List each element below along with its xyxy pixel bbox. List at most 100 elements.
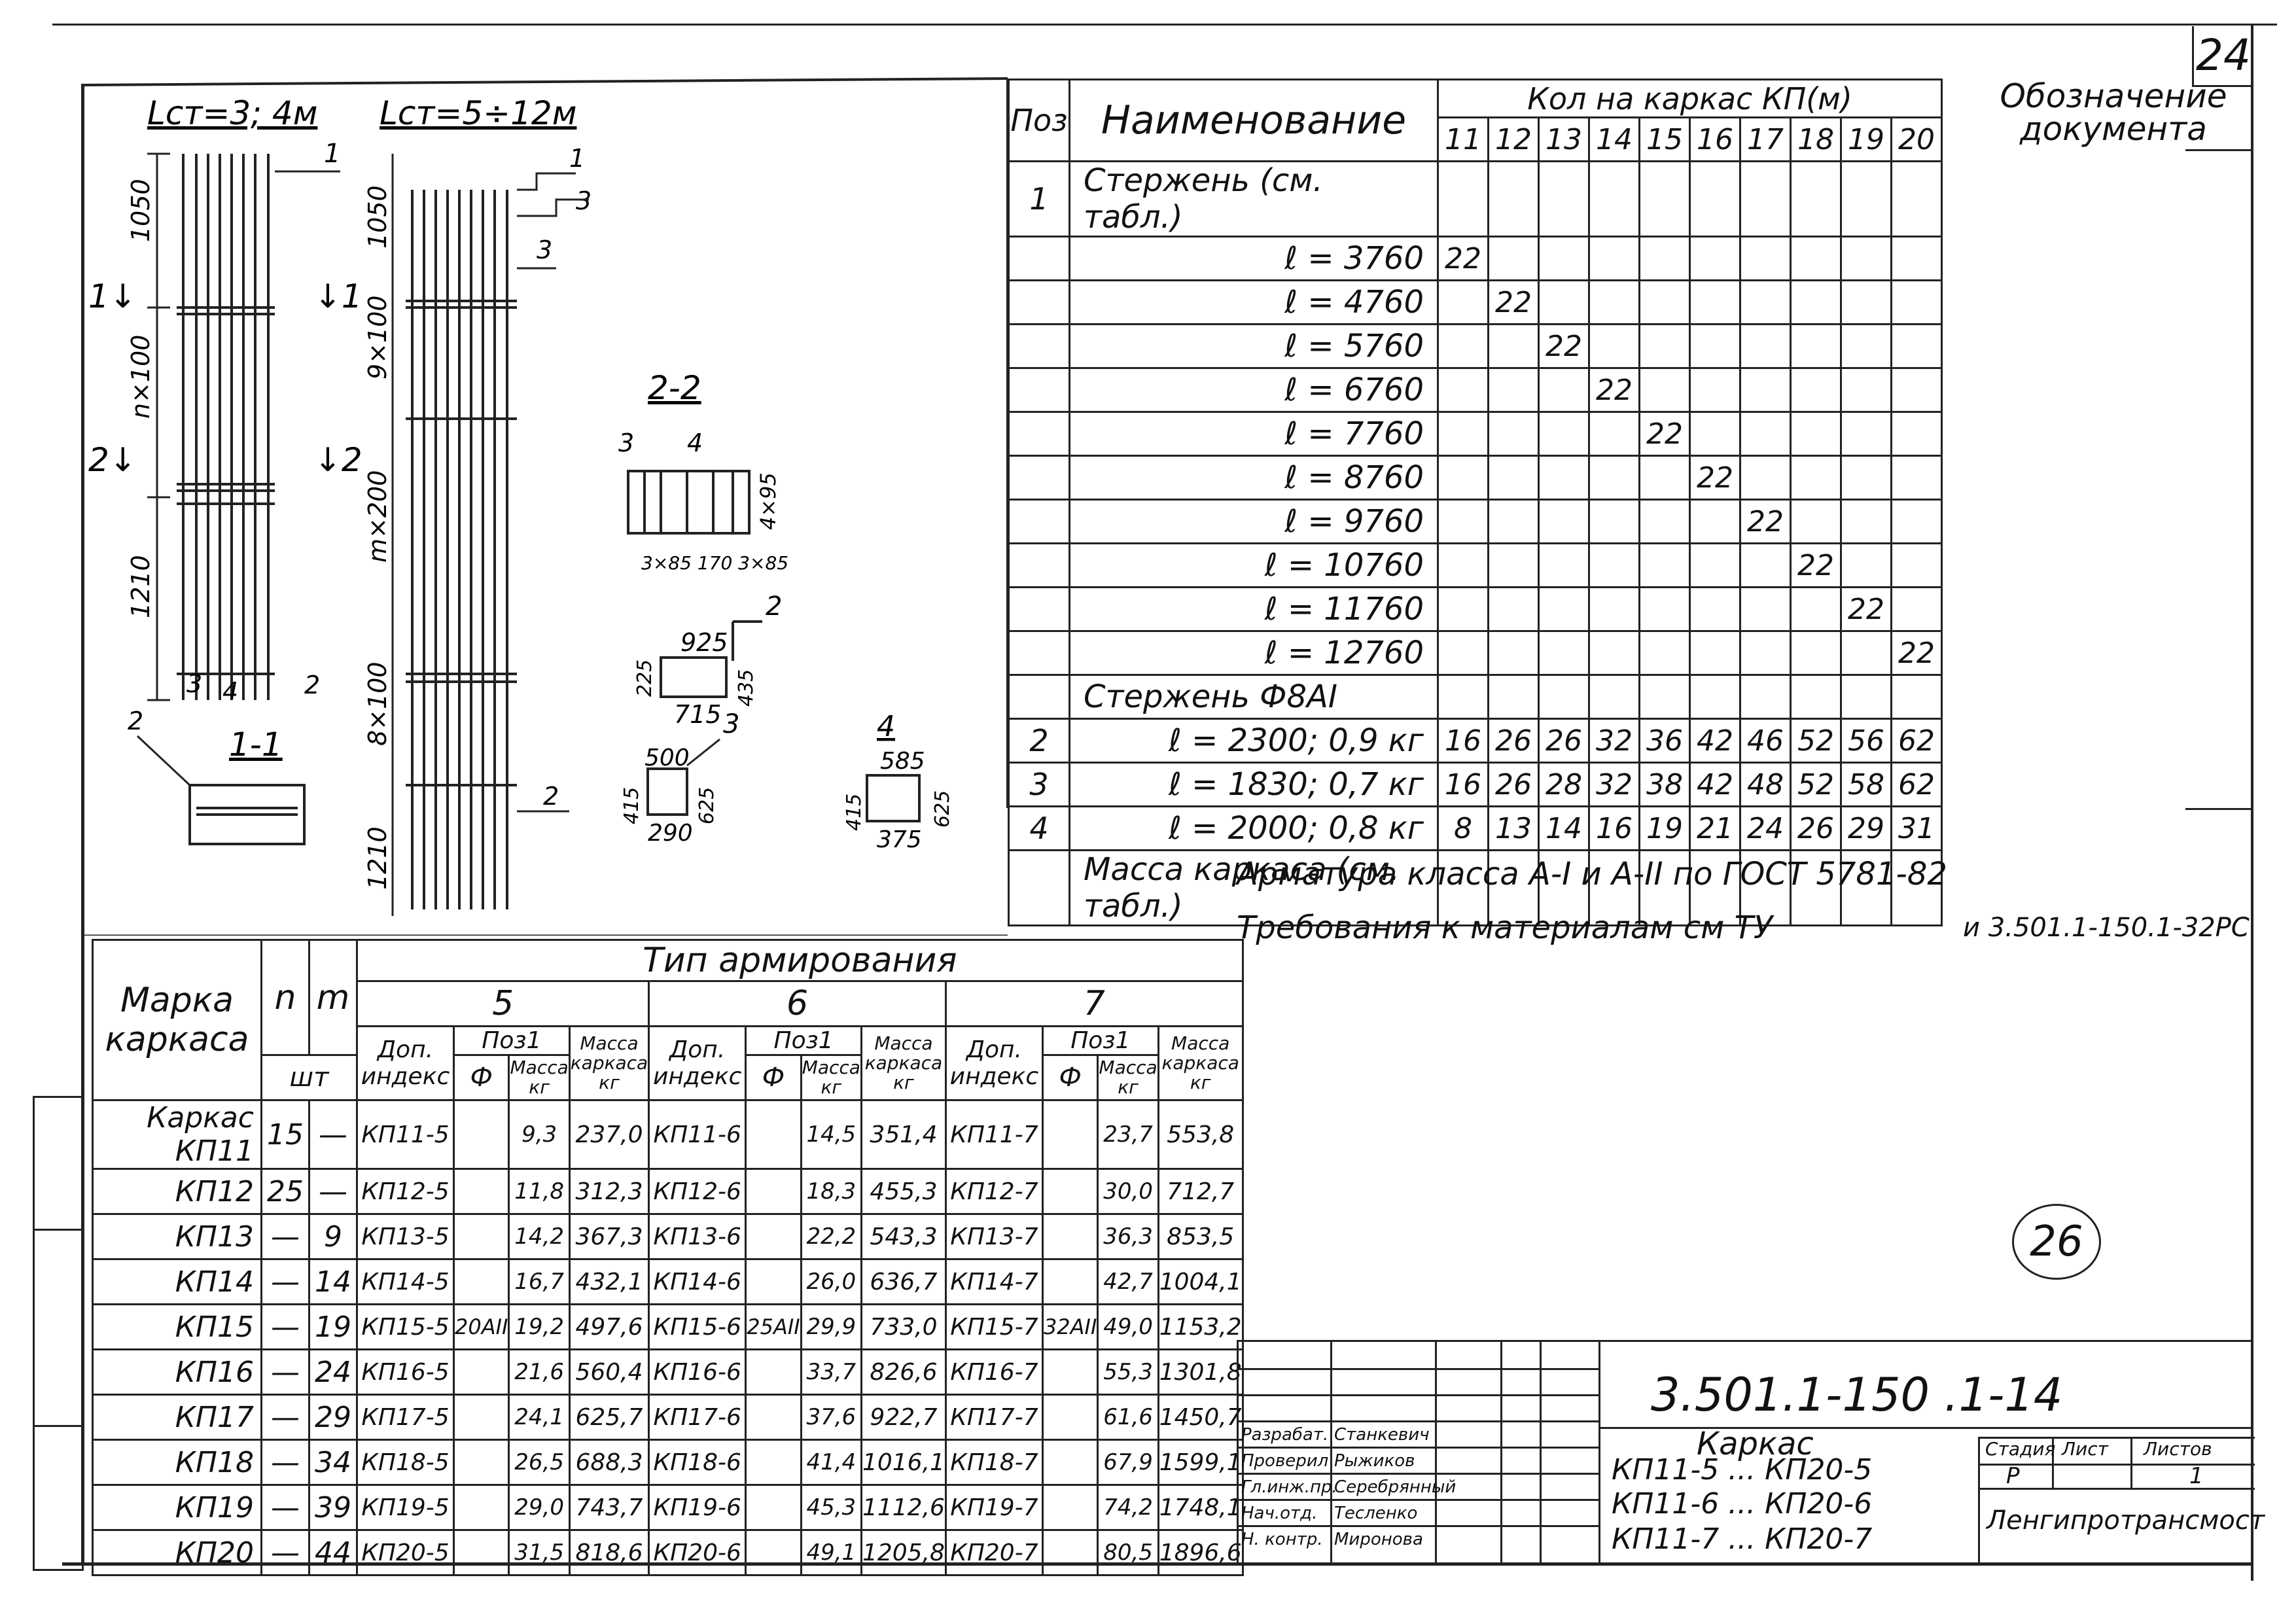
marks-index: КП13-7 — [944, 1213, 1044, 1260]
marks-header-mass: Масса кг — [508, 1054, 571, 1101]
tb-name-4: Тесленко — [1334, 1504, 1418, 1523]
marks-bar-mass: 61,6 — [1097, 1394, 1159, 1441]
marks-index: КП11-5 — [356, 1099, 455, 1170]
spec-header-pos: Поз — [1008, 79, 1070, 162]
spec-qty: 16 — [1437, 762, 1489, 807]
spec-qty: 13 — [1487, 805, 1540, 851]
spec-qty — [1487, 542, 1540, 588]
marks-bar-mass: 21,6 — [508, 1348, 571, 1396]
marks-frame-mass: 1599,1 — [1157, 1439, 1244, 1486]
spec-qty — [1689, 323, 1741, 369]
spec-qty — [1790, 674, 1842, 720]
marks-frame-mass: 1004,1 — [1157, 1258, 1244, 1305]
spec-name: ℓ = 4760 — [1069, 279, 1439, 325]
spec-qty: 26 — [1487, 762, 1540, 807]
marks-bar-mass: 18,3 — [800, 1168, 862, 1215]
marks-bar-mass: 29,0 — [508, 1484, 571, 1531]
spec-qty — [1890, 323, 1943, 369]
marks-phi — [452, 1258, 510, 1305]
marks-bar-mass: 23,7 — [1097, 1099, 1159, 1170]
marks-phi — [1041, 1213, 1099, 1260]
spec-qty — [1689, 499, 1741, 544]
bar3-top: 500 — [645, 745, 690, 771]
marks-phi — [1041, 1529, 1099, 1576]
spec-qty — [1739, 455, 1792, 501]
marks-phi — [745, 1099, 802, 1170]
marks-index: КП17-6 — [648, 1394, 747, 1441]
spec-name: ℓ = 7760 — [1069, 411, 1439, 457]
spec-qty — [1689, 411, 1741, 457]
section-dim-right: 4×95 — [756, 472, 781, 530]
marks-mark: Каркас КП11 — [92, 1099, 262, 1170]
spec-qty: 52 — [1790, 762, 1842, 807]
spec-name: ℓ = 12760 — [1069, 630, 1439, 676]
marks-phi — [745, 1529, 802, 1576]
marks-phi — [1041, 1258, 1099, 1305]
marks-phi — [1041, 1439, 1099, 1486]
callout-2c: 2 — [543, 782, 559, 811]
spec-qty: 22 — [1890, 630, 1943, 676]
marks-bar-mass: 80,5 — [1097, 1529, 1159, 1576]
spec-qty — [1739, 542, 1792, 588]
spec-row: ℓ = 12760 22 — [1008, 630, 1943, 676]
marks-type-7: 7 — [944, 980, 1244, 1027]
marks-bar-mass: 14,5 — [800, 1099, 862, 1170]
spec-qty — [1638, 586, 1691, 632]
marks-index: КП19-6 — [648, 1484, 747, 1531]
marks-frame-mass: 1112,6 — [860, 1484, 947, 1531]
spec-qty: 16 — [1588, 805, 1640, 851]
marks-mark: КП19 — [92, 1484, 262, 1531]
marks-m: 19 — [308, 1303, 358, 1350]
frame-top-line — [52, 24, 2277, 26]
tb-name-1: Станкевич — [1334, 1425, 1430, 1445]
callout-3a: 3 — [186, 669, 202, 698]
spec-qty — [1890, 160, 1943, 238]
spec-qty — [1790, 499, 1842, 544]
spec-qty — [1790, 411, 1842, 457]
marks-bar-mass: 37,6 — [800, 1394, 862, 1441]
bar-shape-3 — [646, 767, 688, 816]
marks-index: КП20-7 — [944, 1529, 1044, 1576]
marks-index: КП12-5 — [356, 1168, 455, 1215]
spec-qty — [1437, 674, 1489, 720]
spec-name: ℓ = 2300; 0,9 кг — [1069, 718, 1439, 764]
spec-qty — [1487, 411, 1540, 457]
marks-header-phi: Ф — [452, 1054, 510, 1101]
marks-index: КП12-7 — [944, 1168, 1044, 1215]
spec-qty: 22 — [1487, 279, 1540, 325]
spec-qty — [1890, 279, 1943, 325]
marks-header-pos1: Поз1 — [1041, 1025, 1159, 1056]
spec-qty: 26 — [1538, 718, 1590, 764]
marks-index: КП17-7 — [944, 1394, 1044, 1441]
spec-qty — [1538, 586, 1590, 632]
spec-qty: 22 — [1437, 236, 1489, 281]
spec-qty — [1689, 586, 1741, 632]
spec-qty — [1790, 586, 1842, 632]
spec-qty — [1588, 674, 1640, 720]
tb-role-2: Проверил — [1241, 1451, 1329, 1471]
spec-name: ℓ = 9760 — [1069, 499, 1439, 544]
spec-qty — [1890, 455, 1943, 501]
tb-sheet-header: Лист — [2062, 1438, 2108, 1460]
marks-mark: КП17 — [92, 1394, 262, 1441]
callout-4c: 4 — [687, 429, 703, 457]
marks-frame-mass: 733,0 — [860, 1303, 947, 1350]
spec-qty — [1487, 367, 1540, 413]
tb-sheets: 1 — [2189, 1463, 2204, 1489]
marks-n: — — [260, 1348, 310, 1396]
spec-qty — [1840, 236, 1892, 281]
spec-qty — [1437, 849, 1489, 926]
bar4-right: 625 — [931, 790, 954, 828]
spec-qty — [1638, 279, 1691, 325]
marks-header-index: Доп. индекс — [648, 1025, 747, 1101]
marks-bar-mass: 49,0 — [1097, 1303, 1159, 1350]
marks-index: КП15-7 — [944, 1303, 1044, 1350]
tb-name-5: Миронова — [1334, 1530, 1423, 1549]
spec-qty: 62 — [1890, 762, 1943, 807]
spec-qty — [1840, 279, 1892, 325]
